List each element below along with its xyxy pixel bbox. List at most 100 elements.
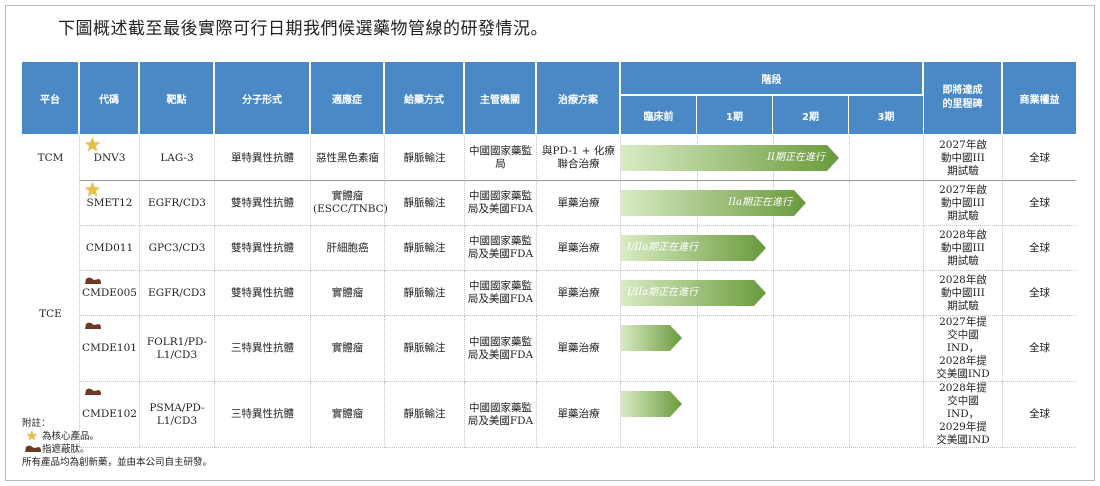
milestone-cell: 2028年提交中國IND，2029年提交美國IND [924,382,1003,448]
regimen-cell: 與PD-1 + 化療聯合治療 [537,136,621,181]
phase-bar-arrow [621,325,682,351]
phase-divider [773,316,774,381]
modality-cell: 雙特異性抗體 [215,181,311,226]
phase-divider [849,136,850,180]
phase-bar-cell: I/IIa期正在進行 [621,226,924,271]
indication-cell: 實體瘤 [311,271,385,316]
route-cell: 靜脈輸注 [385,226,465,271]
rights-cell: 全球 [1003,271,1076,316]
header-phase-1: 1期 [697,96,773,136]
platform-cell: TCE [22,181,80,448]
phase-bar-label: I/IIa期正在進行 [627,242,699,253]
header-modality: 分子形式 [215,62,311,136]
indication-cell: 實體瘤 (ESCC/TNBC) [311,181,388,226]
target-cell: EGFR/CD3 [140,271,215,316]
product-code: CMDE102 [82,408,137,420]
target-cell: PSMA/PD-L1/CD3 [140,382,215,448]
indication-cell: 實體瘤 [311,382,385,448]
product-code: CMDE101 [82,342,137,354]
regimen-cell: 單藥治療 [537,382,621,448]
star-icon: ★ [84,179,102,201]
phase-divider [849,271,850,315]
indication-cell: 實體瘤 [311,316,385,382]
product-code: DNV3 [93,151,126,164]
phase-bar [621,325,682,351]
code-cell: CMDE005 [80,271,140,316]
phase-bar-label: II期正在進行 [767,152,825,163]
milestone-cell: 2027年啟動中國III期試驗 [924,181,1003,226]
header-indication: 適應症 [311,62,385,136]
phase-divider [773,226,774,270]
milestone-cell: 2027年提交中國IND，2028年提交美國IND [924,316,1003,382]
footnote-star: ★ 為核心產品。 [22,429,212,444]
phase-bar-arrow [621,391,682,417]
phase-bar-arrow [621,190,806,216]
phase-divider [849,226,850,270]
footnote-footer: 所有產品均為創新藥，並由本公司自主研發。 [22,457,213,468]
modality-cell: 雙特異性抗體 [215,226,311,271]
target-cell: GPC3/CD3 [140,226,215,271]
phase-bar: II期正在進行 [621,145,839,171]
modality-cell: 雙特異性抗體 [215,271,311,316]
phase-bar-arrow [621,280,766,306]
milestone-cell: 2027年啟動中國III期試驗 [924,136,1003,181]
footnote-title: 附註： [22,418,51,429]
header-platform: 平台 [22,62,80,136]
footnote-pill: 指遮蔽肽。 [22,443,212,456]
header-regimen: 治療方案 [537,62,621,136]
code-cell: ★DNV3 [80,136,140,181]
rights-cell: 全球 [1003,226,1076,271]
modality-cell: 三特異性抗體 [215,316,311,382]
product-code: SMET12 [86,196,133,209]
platform-cell: TCM [22,136,80,181]
phase-divider [773,271,774,315]
product-code: CMD011 [85,241,134,254]
milestone-cell: 2028年啟動中國III期試驗 [924,226,1003,271]
milestone-cell: 2028年啟動中國III期試驗 [924,271,1003,316]
indication-cell: 肝細胞癌 [311,226,385,271]
regulator-cell: 中國國家藥監局 [465,136,537,181]
code-cell: CMD011 [80,226,140,271]
header-regulator: 主管機關 [465,62,537,136]
regulator-cell: 中國國家藥監局及美國FDA [465,226,537,271]
header-route: 給藥方式 [385,62,465,136]
header-phase-2: 2期 [773,96,849,136]
header-milestone: 即將達成的里程碑 [924,62,1003,136]
header-phase-group: 階段 [621,62,924,96]
route-cell: 靜脈輸注 [385,136,465,181]
phase-bar-label: IIa期正在進行 [728,197,792,208]
footnotes: 附註： ★ 為核心產品。 指遮蔽肽。 所有產品均為創新藥，並由本公司自主研發。 [22,417,212,469]
regulator-cell: 中國國家藥監局及美國FDA [465,316,537,382]
phase-bar-arrow [621,235,766,261]
rights-cell: 全球 [1003,136,1076,181]
rights-cell: 全球 [1003,181,1076,226]
phase-bar-label: I/IIa期正在進行 [627,287,699,298]
target-cell: FOLR1/PD-L1/CD3 [140,316,215,382]
regimen-cell: 單藥治療 [537,226,621,271]
header-target: 靶點 [140,62,215,136]
target-cell: LAG-3 [140,136,215,181]
route-cell: 靜脈輸注 [385,271,465,316]
star-icon: ★ [84,134,102,156]
rights-cell: 全球 [1003,382,1076,448]
footnote-star-text: 為核心產品。 [42,431,100,442]
route-cell: 靜脈輸注 [385,316,465,382]
phase-bar-cell: I/IIa期正在進行 [621,271,924,316]
header-phase-preclinical: 臨床前 [621,96,697,136]
code-cell: ★SMET12 [80,181,140,226]
phase-divider [849,316,850,381]
intro-text: 下圖概述截至最後實際可行日期我們候選藥物管線的研發情況。 [58,19,548,39]
regimen-cell: 單藥治療 [537,271,621,316]
target-cell: EGFR/CD3 [140,181,215,226]
phase-bar-cell [621,382,924,448]
code-cell: CMDE102 [80,382,140,448]
masked-pill-icon [85,322,101,329]
phase-divider [849,181,850,225]
star-icon: ★ [26,429,38,444]
phase-bar: I/IIa期正在進行 [621,280,766,306]
masked-pill-icon [85,277,101,284]
regulator-cell: 中國國家藥監局及美國FDA [465,382,537,448]
